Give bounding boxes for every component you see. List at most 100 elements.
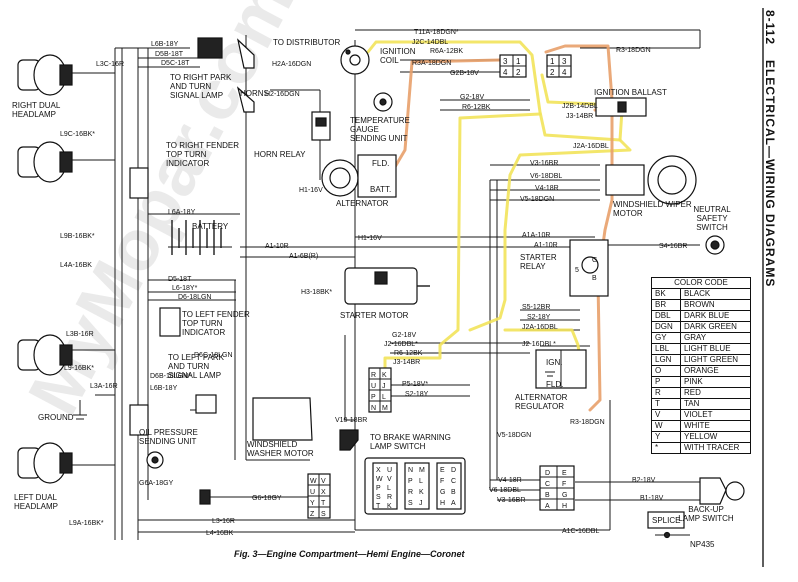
to-distributor-label: TO DISTRIBUTOR [273, 38, 340, 47]
ballast-terminal: 1 [550, 57, 555, 66]
wire-label: D6C-18LGN [194, 352, 233, 359]
relay-terminal: B [592, 275, 597, 282]
color-name: YELLOW [680, 431, 751, 443]
connector-e [539, 465, 575, 511]
wire-label: L9-16BK* [64, 365, 94, 372]
horns-label: HORNS [240, 89, 269, 98]
color-name: ORANGE [680, 365, 751, 377]
wire-label: L6A-18Y [168, 209, 196, 216]
left-block-terminal: M [382, 405, 388, 412]
ignition-ballast [595, 97, 647, 117]
wire-label: J2A-16DBL [522, 324, 558, 331]
left-fender-connector [159, 307, 181, 337]
alternator-batt-label: BATT. [370, 185, 391, 194]
bulkhead-pin: K [419, 489, 424, 496]
color-abbrev: BK [651, 288, 681, 300]
wire-label: L3-16R [212, 518, 235, 525]
wire-label: D6B-18LGN* [150, 373, 191, 380]
wire-label: L4A-16BK [60, 262, 92, 269]
left-block-terminal: R [371, 372, 376, 379]
color-abbrev: DGN [651, 321, 681, 333]
wire-label: V10-18BR [335, 417, 367, 424]
wire-label: J3-14BR [566, 113, 593, 120]
wire-label: V5-18DGN [520, 196, 554, 203]
wire-label: S2-18Y [405, 391, 429, 398]
color-name: GRAY [680, 332, 751, 344]
wire-label: J2C-14DBL [412, 39, 448, 46]
wire-label: S5-12BR [522, 304, 550, 311]
wire-label: R6A-12BK [430, 48, 463, 55]
connector-a-pin: Y [310, 500, 315, 507]
bulkhead-pin: L [419, 478, 423, 485]
left-block-terminal: K [382, 372, 387, 379]
left-block-terminal: U [371, 383, 376, 390]
connector-a-pin: T [321, 500, 326, 507]
bulkhead-pin: C [451, 478, 456, 485]
side-title: ELECTRICAL—WIRING DIAGRAMS [763, 60, 777, 287]
coil-terminal: 2 [516, 68, 521, 77]
wire-label: H2A-16DGN [272, 61, 311, 68]
wire-label: L9C-16BK* [60, 131, 95, 138]
connector-a-pin: U [310, 489, 315, 496]
color-abbrev: W [651, 420, 681, 432]
color-abbrev: LBL [651, 343, 681, 355]
bulkhead-pin: P [408, 478, 413, 485]
starter-motor-label: STARTER MOTOR [340, 311, 409, 320]
horn-relay [311, 111, 331, 141]
splice-label: SPLICE [652, 516, 680, 525]
wire-label: L9B-16BK* [60, 233, 95, 240]
highlight-yellow [366, 40, 632, 374]
bulkhead-pin: P [376, 485, 381, 492]
color-name: DARK BLUE [680, 310, 751, 322]
bulkhead-pin: B [451, 489, 456, 496]
bulkhead-pin: V [387, 476, 392, 483]
bulkhead-pin: F [440, 478, 444, 485]
connector-a-pin: W [310, 478, 317, 485]
wire-label: R3-18DGN [570, 419, 605, 426]
left-dual-headlamp-lower [17, 442, 73, 484]
left-park-connector [195, 394, 217, 414]
alternator-regulator [535, 349, 587, 389]
ignition-coil [340, 45, 370, 75]
bulkhead-pin: K [387, 503, 392, 510]
right-dual-headlamp-upper [17, 54, 73, 96]
color-name: RED [680, 387, 751, 399]
color-name: LIGHT BLUE [680, 343, 751, 355]
coil-terminal-block [499, 54, 527, 78]
color-name: DARK GREEN [680, 321, 751, 333]
color-abbrev: * [651, 442, 681, 454]
relay-terminal: 5 [575, 267, 579, 274]
color-abbrev: BR [651, 299, 681, 311]
bulkhead-pin: T [376, 503, 381, 510]
ground-symbol [73, 400, 87, 420]
harness-connector [129, 404, 149, 436]
bulkhead-pin: J [419, 500, 423, 507]
color-name: VIOLET [680, 409, 751, 421]
bulkhead-pin: L [387, 485, 391, 492]
connector-a-pin: S [321, 511, 326, 518]
coil-terminal: 3 [503, 57, 508, 66]
color-abbrev: T [651, 398, 681, 410]
left-block-terminal: P [371, 394, 376, 401]
wire-label: A1C-16DBL [562, 528, 599, 535]
splice-legend [647, 511, 690, 539]
wire-label: J2B-14DBL [562, 103, 598, 110]
wire-label: L4-16BK [206, 530, 234, 537]
left-dual-headlamp-upper [17, 334, 73, 376]
